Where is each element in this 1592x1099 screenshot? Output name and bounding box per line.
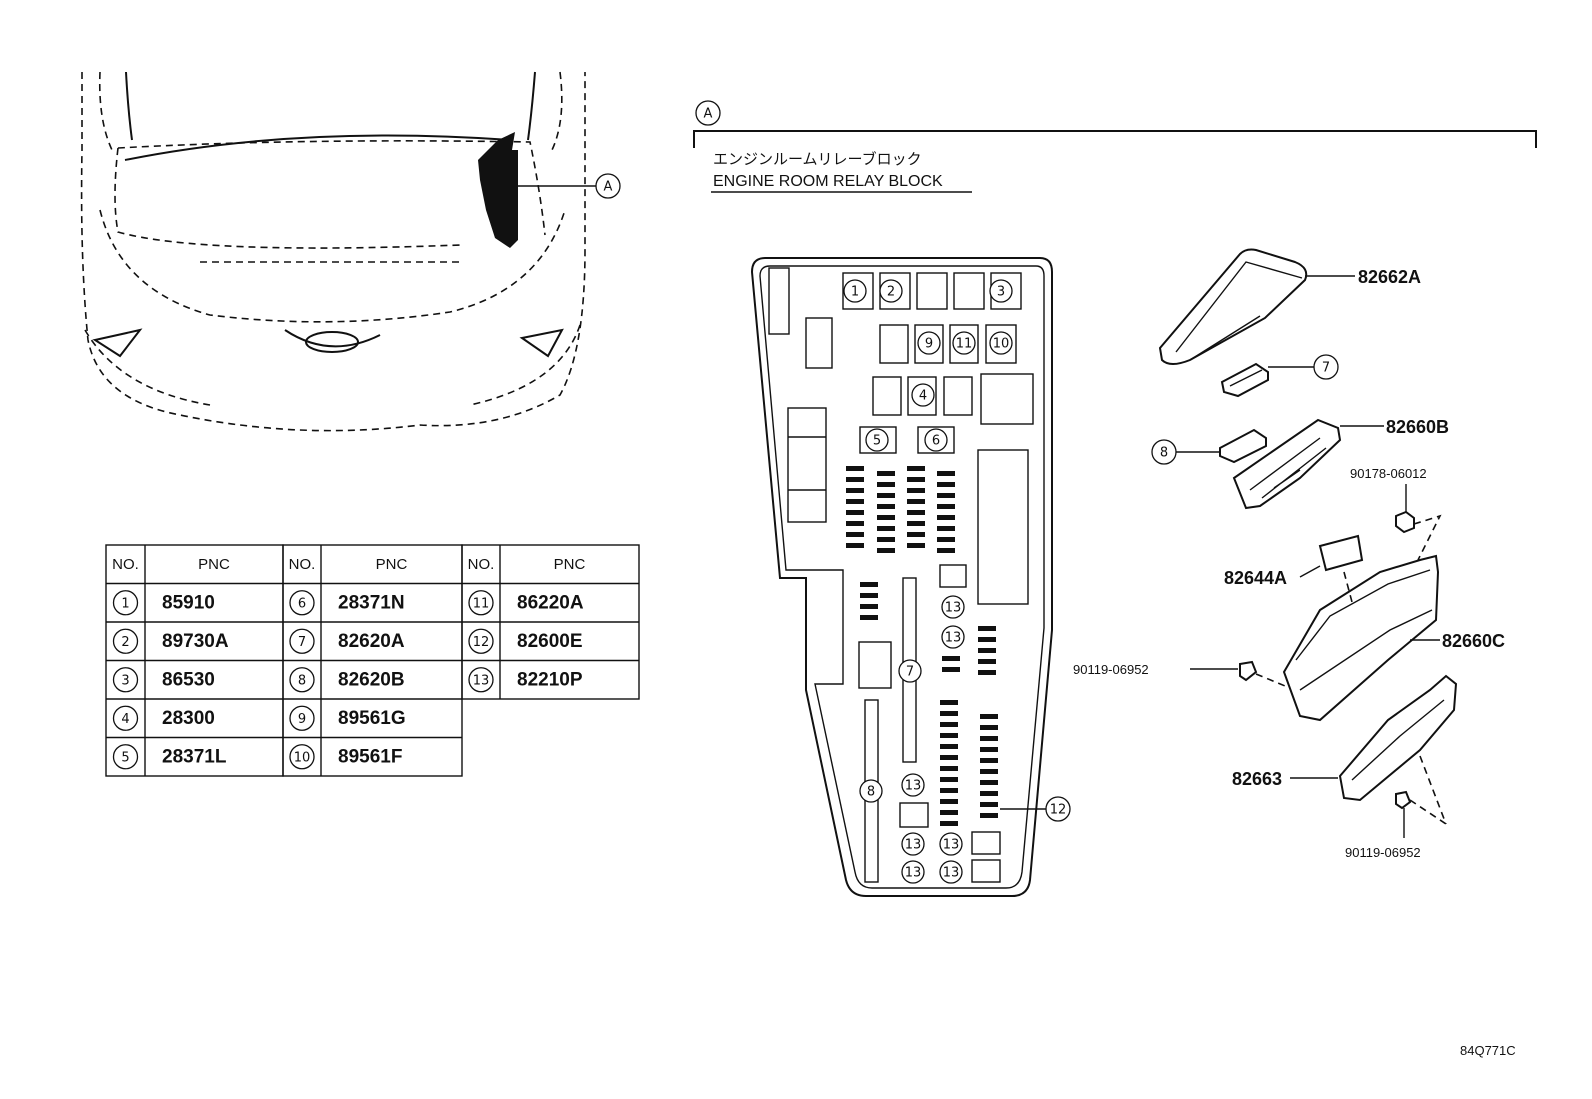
part-90119-06952-bottom: 90119-06952	[1345, 845, 1421, 860]
exploded-parts: 82662A 7 8 82660B 90178-06012 82644A 826…	[1073, 248, 1505, 860]
row-number-circle	[289, 628, 315, 654]
callout-3: 3	[997, 285, 1005, 300]
callout-6: 6	[932, 434, 940, 449]
callout-13a: 13	[945, 601, 962, 616]
part-90119-06952-left: 90119-06952	[1073, 662, 1149, 677]
callout-5: 5	[873, 434, 881, 449]
row-number-circle	[289, 667, 315, 693]
row-number-circle	[112, 628, 139, 654]
row-number-circle	[468, 667, 494, 693]
block-callouts: 1 2 3 9 11 10 4 5 6 13 13 7 8 13 13 13 1…	[843, 279, 1071, 884]
row-number-circle	[289, 590, 315, 616]
pnc-table: NO. PNC 1 85910 2 89730A 3 86530 4 28300 5 28371L NO…	[105, 544, 640, 777]
row-pnc: 28371N	[338, 592, 405, 613]
vehicle-front-view: A	[80, 71, 621, 432]
row-number: 8	[298, 673, 306, 688]
title-en: ENGINE ROOM RELAY BLOCK	[713, 173, 943, 190]
callout-13b: 13	[945, 631, 962, 646]
part-90178-06012: 90178-06012	[1350, 466, 1427, 481]
row-pnc: 28371L	[162, 746, 227, 767]
callout-8-exploded: 8	[1160, 446, 1168, 461]
location-callout-label: A	[604, 180, 613, 195]
table-header-no: NO.	[112, 556, 139, 573]
row-pnc: 28300	[162, 708, 215, 729]
part-82644A: 82644A	[1224, 568, 1287, 588]
row-pnc: 86530	[162, 669, 215, 690]
row-number-circle	[112, 744, 139, 770]
callout-8: 8	[867, 785, 875, 800]
callout-7-exploded: 7	[1322, 361, 1330, 376]
row-pnc: 86220A	[517, 592, 584, 613]
row-number-circle	[468, 590, 494, 616]
table-header-no: NO.	[468, 556, 495, 573]
callout-9: 9	[925, 337, 933, 352]
table-header-pnc: PNC	[376, 556, 408, 573]
row-pnc: 82620A	[338, 631, 405, 652]
part-82660C: 82660C	[1442, 631, 1505, 651]
row-number-circle	[289, 744, 315, 770]
row-number: 9	[298, 712, 306, 727]
part-82662A: 82662A	[1358, 267, 1421, 287]
callout-13e: 13	[943, 838, 960, 853]
row-number-circle	[468, 628, 494, 654]
row-number: 4	[121, 712, 129, 727]
row-number: 10	[294, 750, 311, 765]
callout-13d: 13	[905, 838, 922, 853]
row-number-circle	[289, 705, 315, 731]
table-header-pnc: PNC	[198, 556, 230, 573]
row-number-circle	[112, 705, 139, 731]
row-number: 3	[121, 673, 129, 688]
row-pnc: 82600E	[517, 631, 583, 652]
callout-13f: 13	[905, 866, 922, 881]
row-number: 7	[298, 635, 306, 650]
callout-11: 11	[956, 337, 973, 352]
row-pnc: 85910	[162, 592, 215, 613]
row-number: 5	[121, 750, 129, 765]
row-pnc: 82210P	[517, 669, 583, 690]
row-number: 12	[473, 635, 490, 650]
row-number: 1	[121, 596, 129, 611]
table-header-pnc: PNC	[554, 556, 586, 573]
callout-2: 2	[887, 285, 895, 300]
table-header-no: NO.	[289, 556, 316, 573]
relay-block-top-view: 1 2 3 9 11 10 4 5 6 13 13 7 8 13 13 13 1…	[750, 257, 1071, 897]
section-header: A エンジンルームリレーブロック ENGINE ROOM RELAY BLOCK	[693, 100, 1537, 193]
callout-1: 1	[851, 285, 859, 300]
part-82663: 82663	[1232, 769, 1282, 789]
row-number-circle	[112, 590, 139, 616]
callout-13c: 13	[905, 779, 922, 794]
title-jp: エンジンルームリレーブロック	[713, 150, 922, 168]
row-number: 2	[121, 635, 129, 650]
row-pnc: 82620B	[338, 669, 405, 690]
callout-12: 12	[1050, 803, 1067, 818]
section-marker: A	[704, 107, 713, 122]
row-pnc: 89561F	[338, 746, 402, 767]
callout-7: 7	[906, 665, 914, 680]
diagram-code: 84Q771C	[1460, 1043, 1516, 1058]
row-number: 6	[298, 596, 306, 611]
row-number-circle	[112, 667, 139, 693]
callout-10: 10	[993, 337, 1010, 352]
location-callout-circle	[595, 173, 621, 199]
row-number: 11	[473, 596, 490, 611]
part-82660B: 82660B	[1386, 417, 1449, 437]
row-pnc: 89561G	[338, 708, 406, 729]
row-number: 13	[473, 673, 490, 688]
callout-4: 4	[919, 389, 927, 404]
row-pnc: 89730A	[162, 631, 229, 652]
callout-13g: 13	[943, 866, 960, 881]
